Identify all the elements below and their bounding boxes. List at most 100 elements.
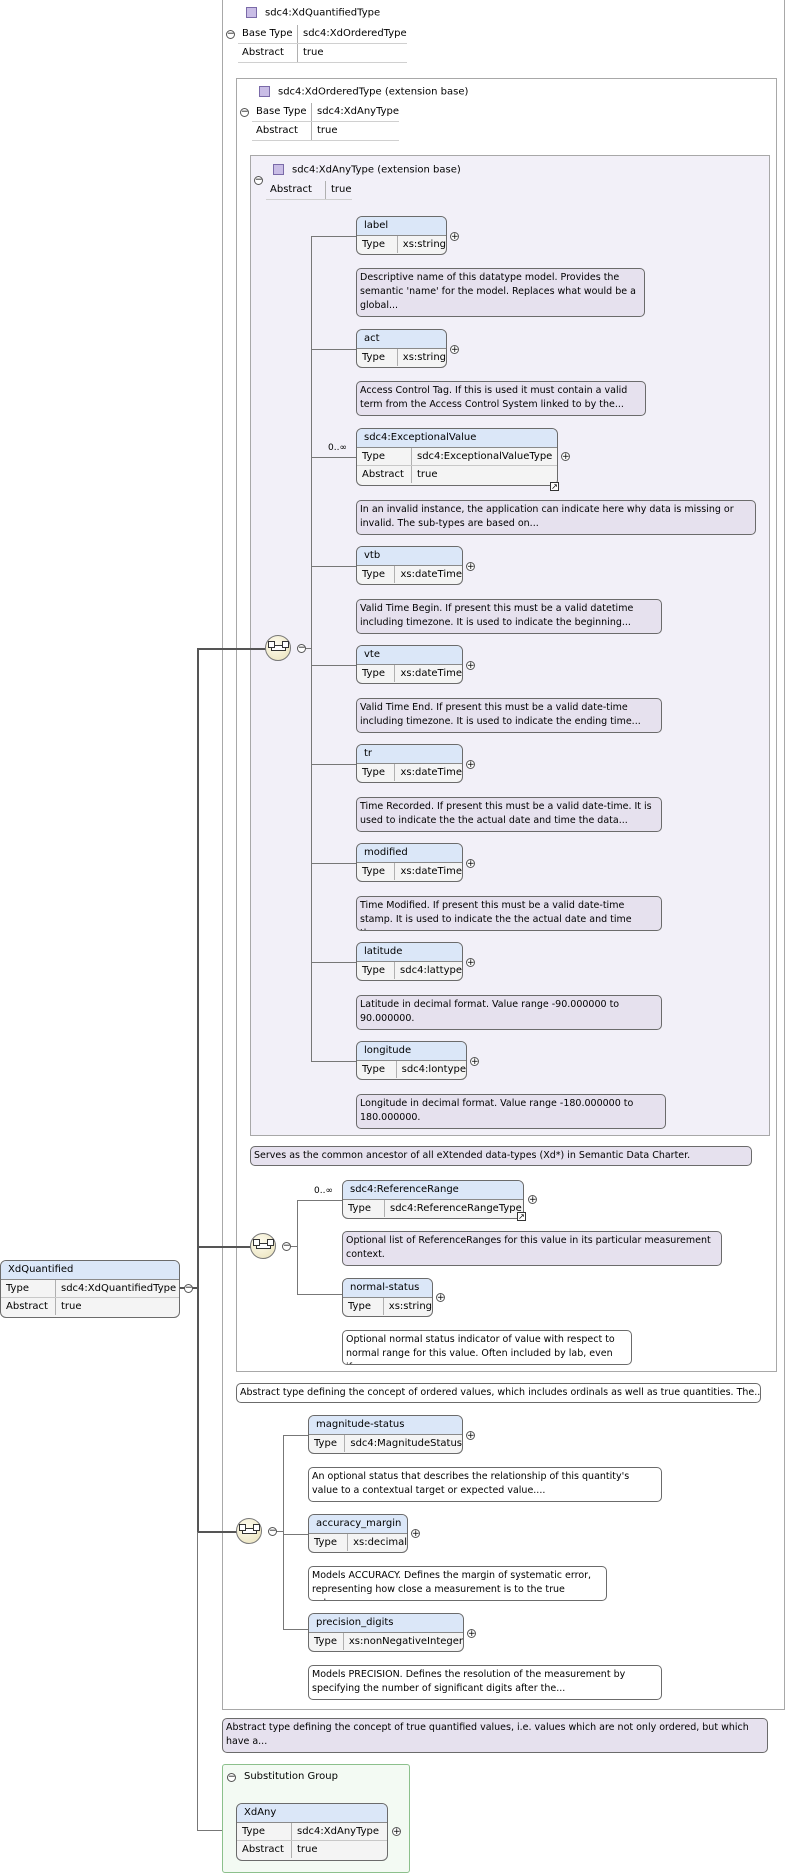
documentation-note: Latitude in decimal format. Value range … (356, 995, 662, 1030)
collapse-button[interactable]: − (226, 29, 235, 39)
documentation-note: In an invalid instance, the application … (356, 500, 756, 535)
documentation-note: Abstract type defining the concept of or… (236, 1383, 761, 1403)
collapse-button[interactable]: − (297, 643, 306, 653)
connector (197, 1531, 237, 1533)
connector (311, 236, 357, 237)
documentation-note: Models PRECISION. Defines the resolution… (308, 1665, 662, 1700)
type-reference-icon[interactable]: ↗ (517, 1212, 526, 1221)
complex-type-frame (222, 0, 785, 1710)
connector (197, 1532, 198, 1830)
multiplicity-label: 0..∞ (328, 443, 347, 453)
documentation-note: Valid Time Begin. If present this must b… (356, 599, 662, 634)
expand-button[interactable]: + (466, 958, 475, 968)
documentation-note: Optional normal status indicator of valu… (342, 1330, 632, 1365)
documentation-note: Longitude in decimal format. Value range… (356, 1094, 666, 1129)
collapse-button[interactable]: − (282, 1241, 291, 1251)
type-reference-icon[interactable]: ↗ (550, 482, 559, 491)
connector (297, 1200, 298, 1294)
substitution-group-title: Substitution Group (244, 1771, 338, 1782)
connector (297, 1294, 343, 1295)
connector (197, 648, 199, 1532)
documentation-note: Optional list of ReferenceRanges for thi… (342, 1231, 722, 1266)
connector (297, 1200, 343, 1201)
connector (283, 1534, 329, 1535)
collapse-button[interactable]: − (184, 1283, 193, 1293)
connector (274, 1531, 283, 1532)
documentation-note: Models ACCURACY. Defines the margin of s… (308, 1566, 607, 1601)
documentation-note: Time Modified. If present this must be a… (356, 896, 662, 931)
connector (302, 648, 311, 649)
documentation-note: Time Recorded. If present this must be a… (356, 797, 662, 832)
connector (311, 962, 357, 963)
documentation-note: Access Control Tag. If this is used it m… (356, 381, 646, 416)
expand-button[interactable]: + (411, 1529, 420, 1539)
collapse-button[interactable]: − (254, 175, 263, 185)
expand-button[interactable]: + (466, 661, 475, 671)
connector (197, 1246, 251, 1248)
expand-button[interactable]: + (436, 1293, 445, 1303)
expand-button[interactable]: + (466, 562, 475, 572)
connector (311, 236, 312, 1062)
documentation-note: An optional status that describes the re… (308, 1467, 662, 1502)
connector (283, 1435, 329, 1436)
sequence-compositor-icon[interactable] (250, 1233, 276, 1259)
expand-button[interactable]: + (450, 232, 459, 242)
connector (283, 1629, 329, 1630)
connector (311, 457, 357, 458)
expand-button[interactable]: + (467, 1629, 476, 1639)
connector (311, 764, 357, 765)
sequence-compositor-icon[interactable] (265, 635, 291, 661)
connector (197, 1830, 237, 1831)
connector (288, 1246, 297, 1247)
documentation-note: Valid Time End. If present this must be … (356, 698, 662, 733)
connector (311, 863, 357, 864)
expand-button[interactable]: + (528, 1195, 537, 1205)
connector (311, 1061, 357, 1062)
any-type-icon (273, 164, 284, 175)
complex-type-title: sdc4:XdQuantifiedType (246, 7, 380, 19)
expand-button[interactable]: + (392, 1827, 401, 1837)
documentation-note: Abstract type defining the concept of tr… (222, 1718, 768, 1753)
sequence-compositor-icon[interactable] (236, 1518, 262, 1544)
collapse-button[interactable]: − (268, 1526, 277, 1536)
expand-button[interactable]: + (466, 859, 475, 869)
documentation-note: Serves as the common ancestor of all eXt… (250, 1146, 752, 1166)
ordered-type-title: sdc4:XdOrderedType (extension base) (259, 86, 468, 98)
expand-button[interactable]: + (470, 1057, 479, 1067)
connector (311, 349, 357, 350)
any-type-title: sdc4:XdAnyType (extension base) (273, 164, 461, 176)
connector (311, 566, 357, 567)
connector (311, 665, 357, 666)
expand-button[interactable]: + (561, 452, 570, 462)
any-type-frame (250, 155, 770, 1136)
collapse-button[interactable]: − (227, 1772, 236, 1782)
expand-button[interactable]: + (466, 1431, 475, 1441)
connector (283, 1435, 284, 1629)
connector (197, 648, 266, 650)
ordered-type-icon (259, 86, 270, 97)
multiplicity-label: 0..∞ (314, 1186, 333, 1196)
collapse-button[interactable]: − (240, 107, 249, 117)
complex-type-icon (246, 7, 257, 18)
expand-button[interactable]: + (466, 760, 475, 770)
expand-button[interactable]: + (450, 345, 459, 355)
